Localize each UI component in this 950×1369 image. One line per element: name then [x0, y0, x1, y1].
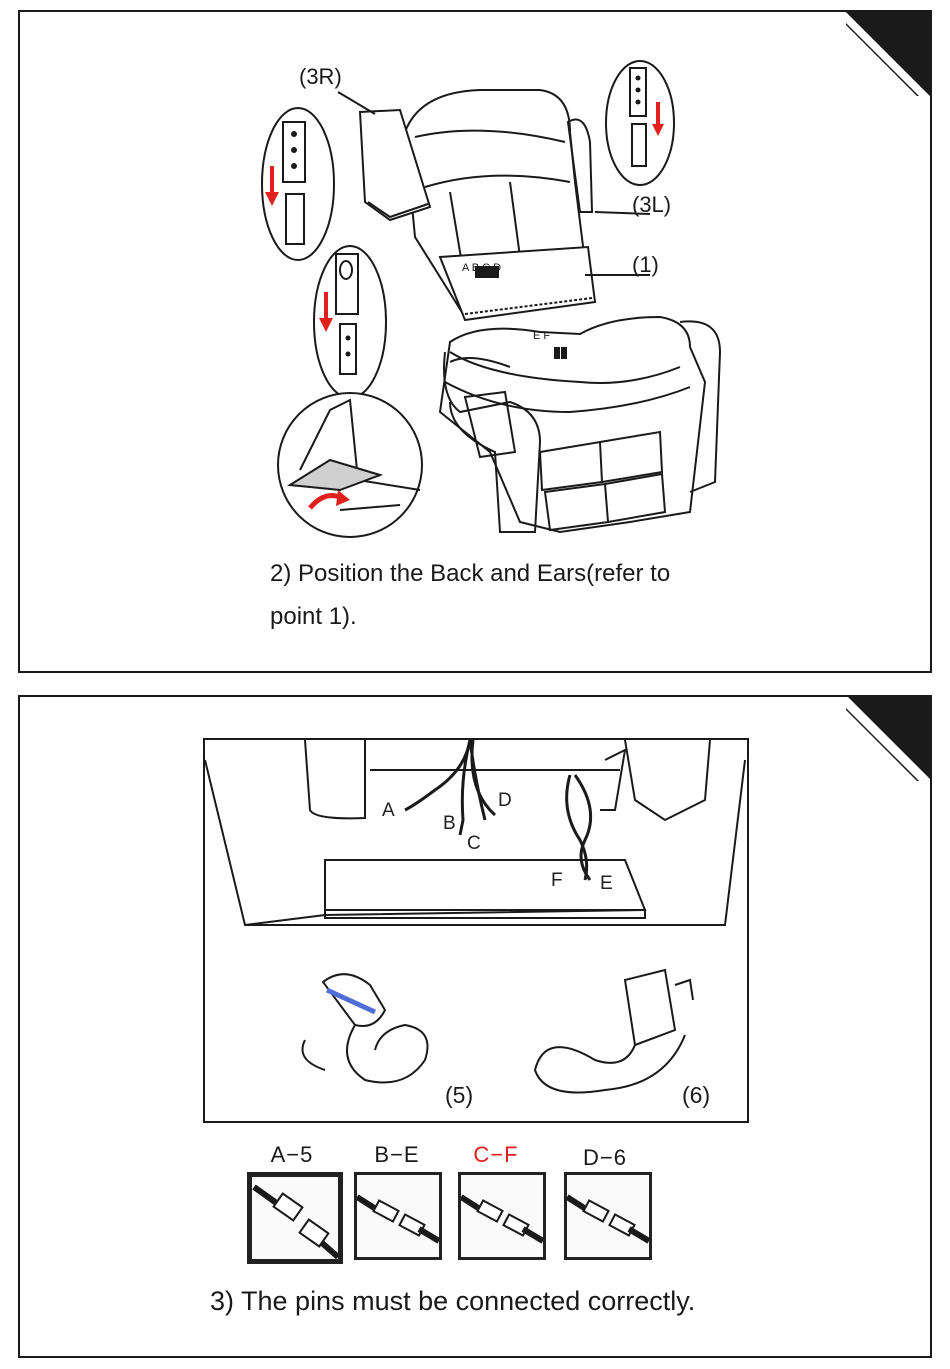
pin-label-a5: A−5	[247, 1142, 337, 1168]
part-label-3l: (3L)	[632, 192, 671, 218]
seat-cables-illustration	[205, 740, 749, 1123]
pin-label-cf: C−F	[451, 1142, 541, 1168]
part-label-adapter: (6)	[682, 1082, 710, 1109]
corner-tab-icon	[846, 695, 932, 781]
pin-label-be: B−E	[352, 1142, 442, 1168]
detail-ear-3l-illustration	[600, 58, 680, 188]
step-3-panel: A B C D F E (5) (6) A−5 B−E C−F D−6	[18, 695, 932, 1358]
pin-diagram-a5	[247, 1172, 343, 1264]
connector-pair-icon	[252, 1177, 338, 1259]
connector-pair-icon	[567, 1175, 649, 1257]
detail-seat-clip-illustration	[270, 390, 430, 540]
corner-tab-icon	[846, 10, 932, 96]
cable-label-f: F	[551, 870, 563, 892]
cable-label-a: A	[382, 800, 395, 822]
part-label-3r: (3R)	[299, 64, 342, 90]
step-2-panel: (3R) (3L) (1) A B C D E F 2) Position th…	[18, 10, 932, 673]
cable-label-e: E	[600, 873, 613, 895]
pin-diagram-cf	[458, 1172, 546, 1260]
step-2-line-1: 2) Position the Back and Ears(refer to	[270, 552, 670, 595]
cable-label-c: C	[467, 833, 481, 855]
connector-labels-ef: E F	[533, 330, 550, 342]
detail-ear-3r-illustration	[258, 104, 338, 264]
detail-back-bracket-illustration	[310, 242, 390, 402]
step-2-line-2: point 1).	[270, 595, 670, 638]
pin-diagram-be	[354, 1172, 442, 1260]
step-3-instruction: 3) The pins must be connected correctly.	[210, 1280, 695, 1323]
wiring-illustration-frame: A B C D F E (5) (6)	[203, 738, 749, 1123]
cable-label-d: D	[498, 790, 512, 812]
pin-label-d6: D−6	[560, 1145, 650, 1171]
step-2-instruction: 2) Position the Back and Ears(refer to p…	[270, 552, 670, 638]
connector-pair-icon	[357, 1175, 439, 1257]
connector-pair-icon	[461, 1175, 543, 1257]
part-label-remote: (5)	[445, 1082, 473, 1109]
cable-label-b: B	[443, 813, 456, 835]
connector-labels-abcd: A B C D	[462, 262, 501, 274]
pin-diagram-d6	[564, 1172, 652, 1260]
part-label-1: (1)	[632, 252, 659, 278]
